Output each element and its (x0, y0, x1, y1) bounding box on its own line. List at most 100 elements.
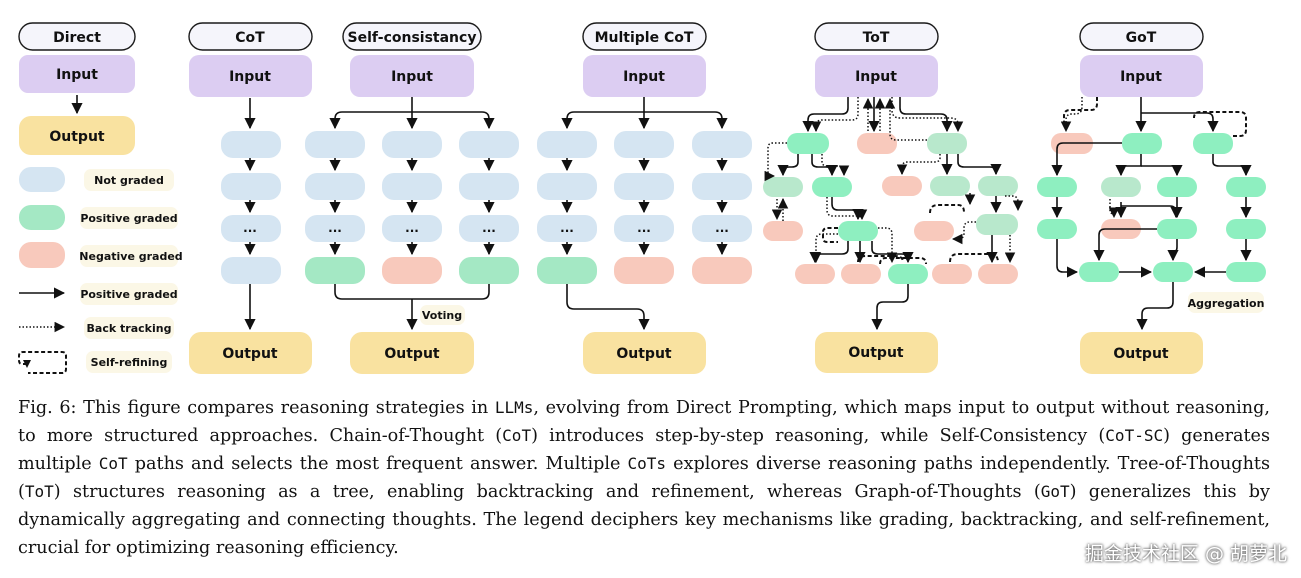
cot-title: CoT (235, 30, 265, 46)
direct-output-label: Output (49, 129, 105, 145)
multi-edge (561, 111, 644, 130)
multi-edge-to-output (566, 284, 650, 331)
multi-output-label: Output (616, 346, 672, 362)
tot-edge (777, 154, 799, 177)
tot-node-negative (795, 264, 835, 284)
got-title: GoT (1126, 30, 1157, 46)
got-node-positive (1153, 262, 1193, 282)
watermark: 掘金技术社区 @ 胡萝北 (1084, 543, 1287, 565)
multi-thought-node (614, 131, 674, 158)
legend-swatch-positive (19, 205, 65, 230)
sc-edge (329, 111, 412, 130)
got-header (1079, 22, 1204, 51)
panel-direct: Direct Input Output (18, 22, 136, 155)
got-node-positive (1037, 177, 1077, 197)
got-node-positive (1226, 262, 1266, 282)
cot-ellipsis: ... (243, 221, 257, 235)
tot-edge-to-output (871, 284, 909, 331)
tot-input-label: Input (855, 69, 897, 85)
cot-thought-node (221, 131, 281, 158)
got-self-refine-loop (1063, 97, 1098, 124)
multi-ellipsis: ... (637, 221, 651, 235)
got-node-positive (1101, 177, 1141, 197)
tot-backtrack (826, 197, 868, 221)
sc-chain: ... (305, 131, 365, 284)
sc-title: Self-consistancy (348, 30, 477, 46)
got-edge (1051, 142, 1122, 177)
sc-thought-node (305, 173, 365, 200)
got-node-positive (1122, 133, 1162, 154)
sc-header (342, 22, 482, 51)
tot-backtrack (884, 97, 927, 141)
sc-chain: ... (382, 131, 442, 284)
legend-tag (80, 283, 178, 305)
got-node-positive (1157, 177, 1197, 197)
tot-output-node (815, 332, 938, 373)
cot-thought-node (221, 215, 281, 242)
got-backtrack (1060, 97, 1083, 133)
sc-chain: ... (459, 131, 519, 284)
got-edge-to-output (1136, 282, 1174, 331)
tot-node-positive (838, 221, 878, 241)
legend-self-refine-loop (18, 351, 67, 374)
tot-backtrack (810, 233, 838, 264)
sc-voting-label: Voting (422, 309, 462, 322)
caption-code: GoT (1040, 482, 1070, 501)
multi-chain: ... (614, 131, 674, 284)
tot-backtrack (951, 221, 976, 245)
got-edge (1141, 164, 1183, 177)
got-aggregation-tag (1188, 292, 1264, 313)
multi-thought-node (692, 215, 752, 242)
caption-code: CoT (502, 426, 532, 445)
got-input-label: Input (1120, 69, 1162, 85)
multi-output-node (583, 332, 706, 374)
legend-self-refine-arrowhead (23, 360, 31, 368)
tot-node-positive (927, 133, 967, 154)
panel-cot: CoT Input ... Output (188, 22, 313, 374)
got-input-node (1080, 55, 1203, 97)
sc-thought-node (305, 215, 365, 242)
tot-title: ToT (863, 30, 890, 46)
sc-edge (412, 111, 495, 130)
tot-backtrack (764, 142, 787, 182)
sc-vote-merge (334, 284, 490, 300)
panel-tot: ToT Input (763, 22, 1024, 373)
legend-swatch-not-graded (19, 167, 65, 192)
panel-self-consistency: Self-consistancy Input ... ... (305, 22, 519, 374)
caption-code: CoTs (627, 454, 667, 473)
cot-input-label: Input (229, 69, 271, 85)
legend-back-tracking: Back tracking (87, 322, 172, 335)
tot-self-refine-loop (857, 255, 904, 263)
got-edge (1167, 239, 1179, 262)
caption-text: ) introduces step-by-step reasoning, whi… (531, 426, 1106, 446)
got-node-positive (1226, 219, 1266, 239)
legend-swatch-negative (19, 242, 65, 268)
caption-text: , evolving from Direct Prompting, which … (18, 398, 1270, 446)
tot-edge (809, 241, 849, 264)
got-self-refine-loop (1193, 111, 1247, 137)
multi-edge (644, 111, 728, 130)
multi-thought-node (692, 173, 752, 200)
multi-input-node (583, 55, 706, 97)
tot-backtrack (1005, 195, 1024, 212)
tot-node-positive (787, 133, 829, 154)
sc-thought-node (382, 173, 442, 200)
got-node-positive (1157, 219, 1197, 239)
tot-node-positive (978, 176, 1018, 196)
legend: Not graded Positive graded Negative grad… (18, 167, 183, 374)
legend-positive-graded: Positive graded (80, 212, 177, 225)
multi-thought-node (537, 131, 597, 158)
tot-node-negative (914, 221, 954, 241)
panel-got: GoT Input (1037, 22, 1266, 374)
sc-final-negative (382, 257, 442, 284)
tot-edge (957, 154, 1002, 176)
caption-code: CoT (98, 454, 128, 473)
tot-backtrack (821, 154, 850, 177)
sc-input-label: Input (391, 69, 433, 85)
multi-final-negative (614, 257, 674, 284)
caption-text: ) generates multiple (18, 426, 1270, 474)
caption-text: ) generalizes this by dynamically aggreg… (18, 482, 1271, 558)
tot-node-positive (888, 264, 928, 284)
tot-output-label: Output (848, 345, 904, 361)
